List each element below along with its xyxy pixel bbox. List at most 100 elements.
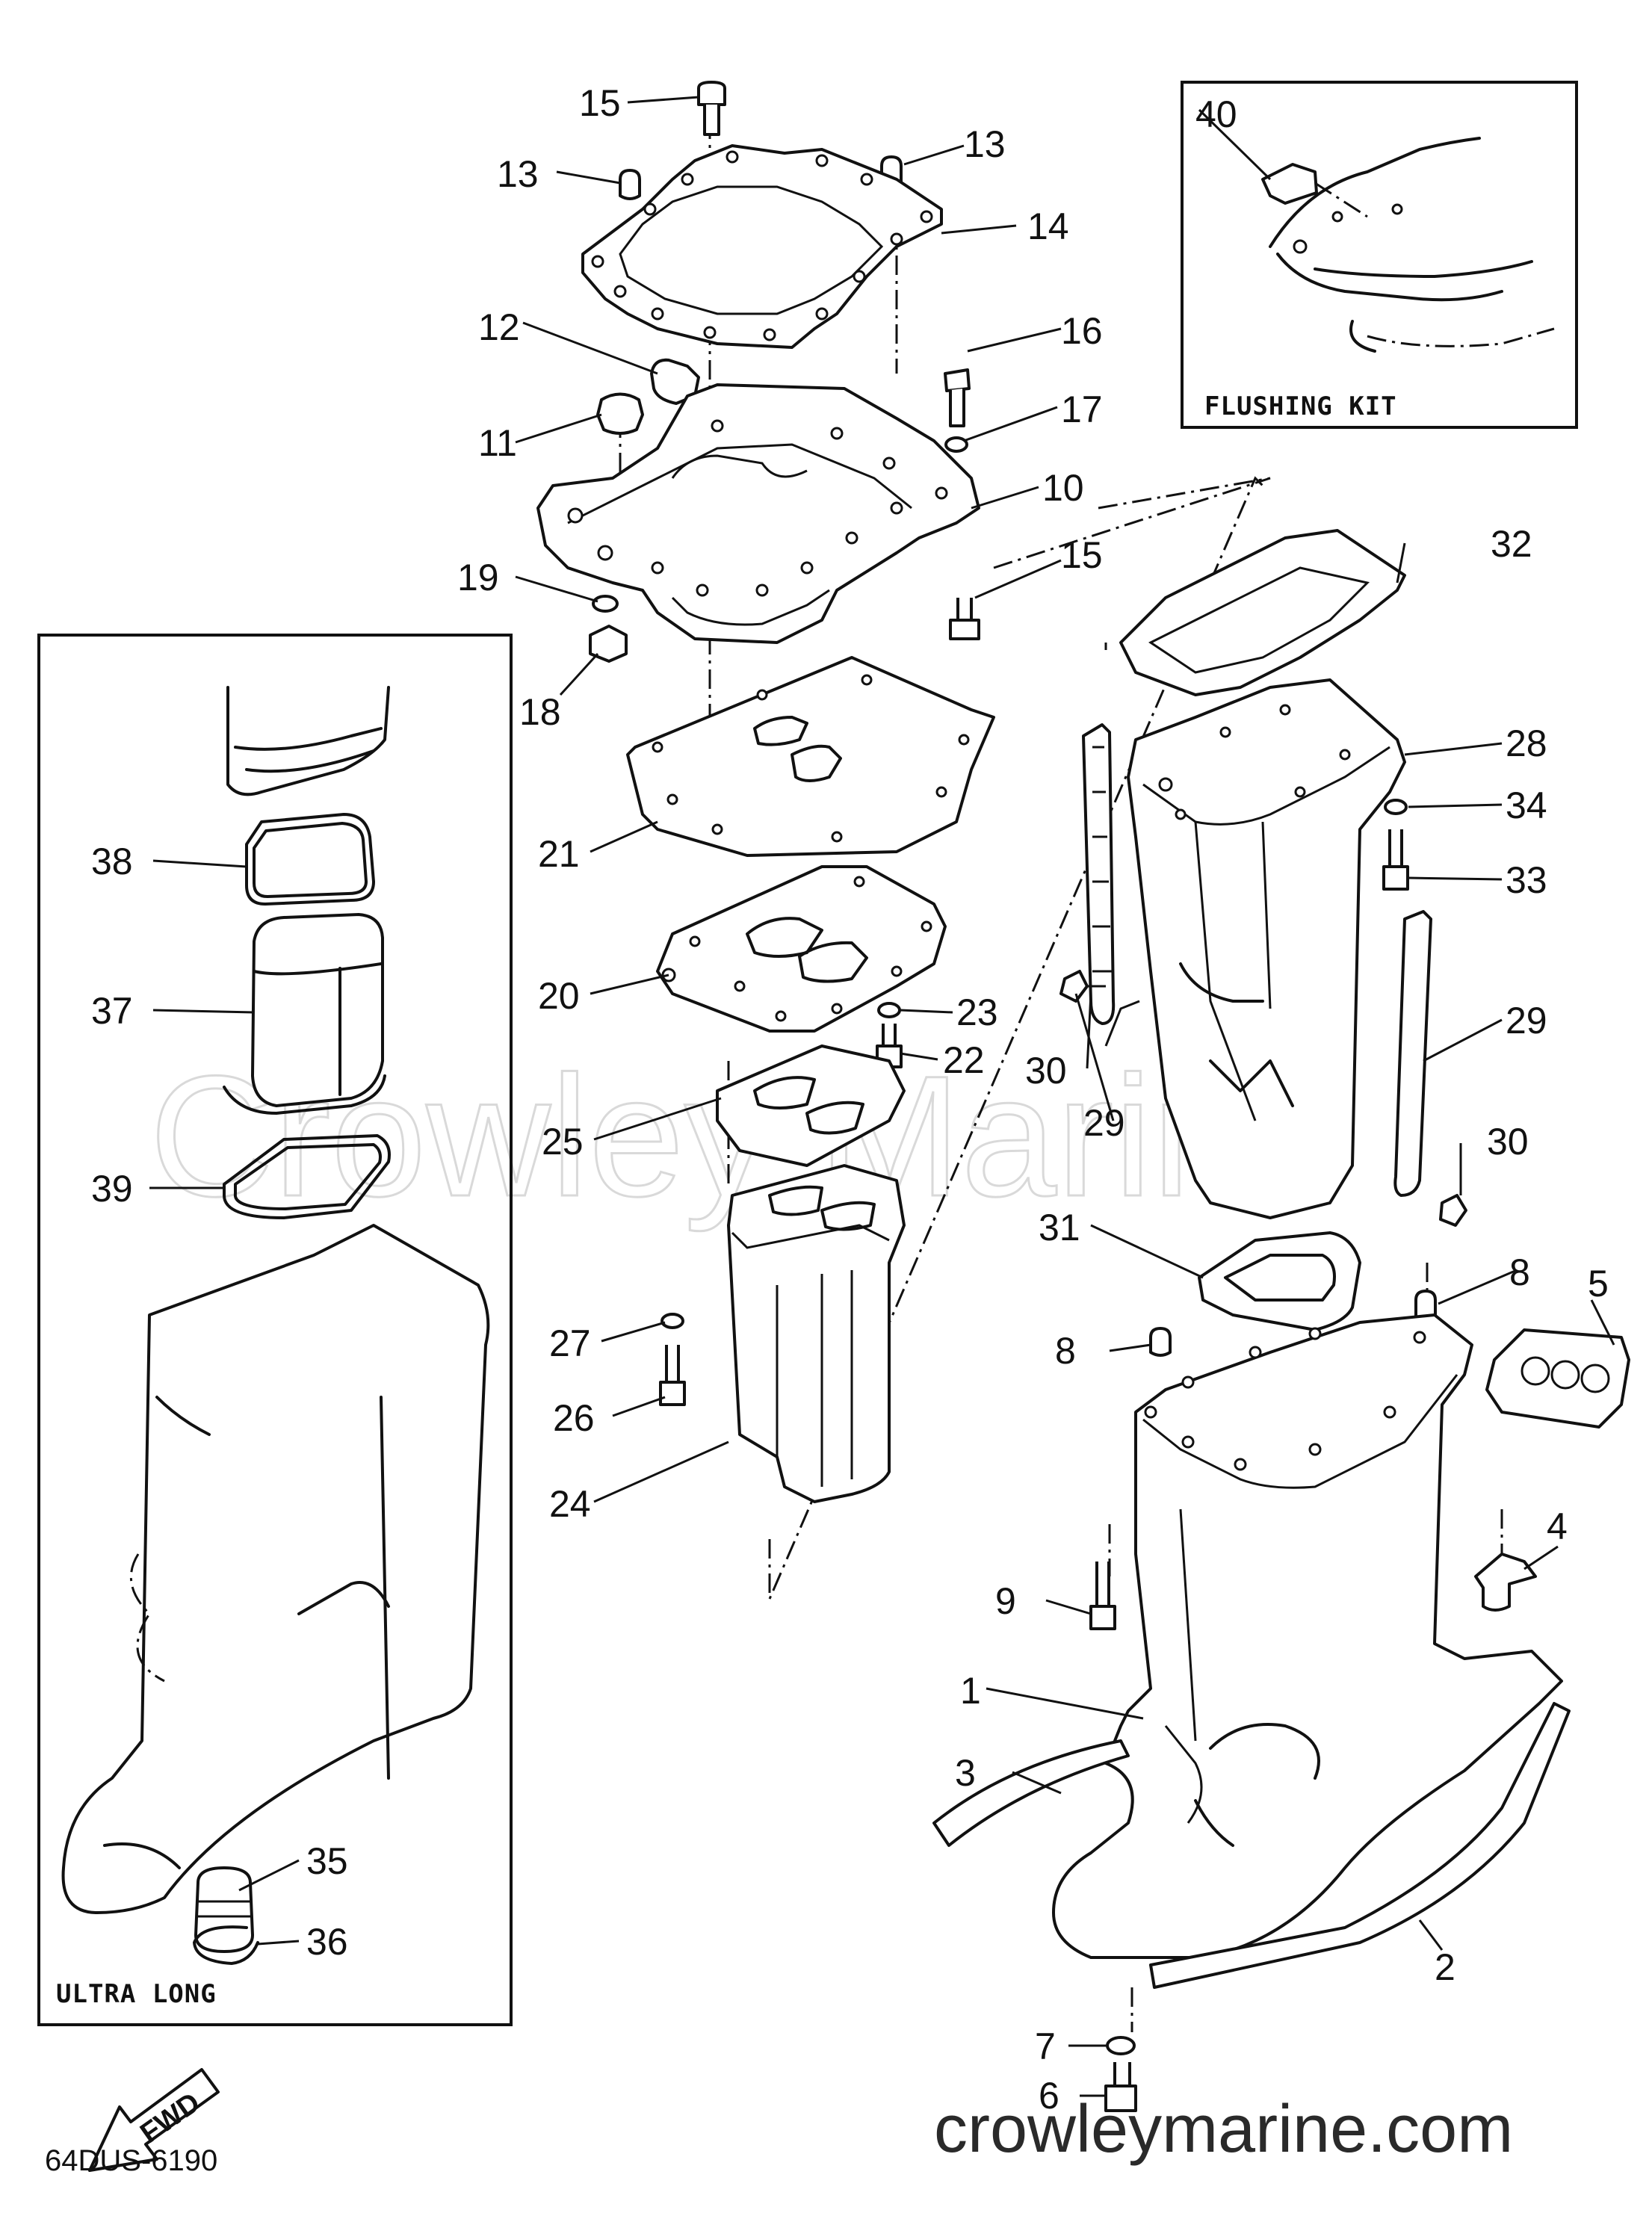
- bolt-26: [659, 1345, 686, 1406]
- bushing-35: [194, 1866, 254, 1953]
- callout-14: 14: [1027, 205, 1069, 247]
- callout-38: 38: [91, 841, 133, 882]
- callout-29: 29: [1083, 1102, 1125, 1144]
- washer-23: [877, 1002, 901, 1018]
- upper-casing-28: [1127, 678, 1406, 1219]
- callout-15: 15: [1061, 534, 1103, 576]
- plate-21: [626, 656, 995, 857]
- callout-16: 16: [1061, 310, 1103, 352]
- seal-29-left: [1082, 723, 1116, 1025]
- flush-fitting-40: [1261, 163, 1318, 205]
- callout-1: 1: [960, 1670, 981, 1712]
- callout-28: 28: [1506, 722, 1547, 764]
- callout-35: 35: [306, 1840, 348, 1882]
- plug-11: [596, 392, 644, 435]
- bolt-15-lower: [949, 598, 980, 640]
- callout-32: 32: [1491, 523, 1532, 565]
- nut-18: [589, 625, 628, 663]
- exhaust-manifold-24: [727, 1164, 906, 1503]
- dowel-8-left: [1149, 1327, 1172, 1357]
- plate-10-holes: [567, 419, 948, 597]
- callout-2: 2: [1435, 1946, 1455, 1988]
- bolt-15-top: [697, 81, 726, 136]
- clip-30-left: [1059, 970, 1089, 1003]
- extension-37: [251, 913, 384, 1107]
- callout-26: 26: [553, 1397, 595, 1439]
- callout-27: 27: [549, 1322, 591, 1364]
- callout-7: 7: [1035, 2025, 1056, 2067]
- gasket-38: [245, 813, 375, 906]
- callout-13: 13: [964, 123, 1006, 165]
- plate-21-holes: [652, 674, 970, 843]
- callout-25: 25: [542, 1121, 584, 1163]
- callout-21: 21: [538, 833, 580, 875]
- gasket-39: [223, 1134, 391, 1219]
- callout-19: 19: [457, 557, 499, 598]
- callout-9: 9: [995, 1580, 1016, 1622]
- rubber-seal-31: [1198, 1231, 1361, 1331]
- callout-4: 4: [1547, 1505, 1568, 1547]
- washer-34: [1384, 799, 1408, 815]
- flushing-kit-label: FLUSHING KIT: [1204, 391, 1397, 421]
- rubber-strip-3: [932, 1739, 1130, 1847]
- callout-36: 36: [306, 1921, 348, 1963]
- gasket-32: [1119, 529, 1406, 696]
- callout-8: 8: [1055, 1330, 1076, 1372]
- ultra-long-label: ULTRA LONG: [56, 1979, 217, 2009]
- gasket-14-holes: [591, 150, 933, 341]
- callout-17: 17: [1061, 389, 1103, 430]
- callout-6: 6: [1039, 2075, 1059, 2117]
- casing-28-holes: [1158, 704, 1351, 820]
- housing-1-holes: [1144, 1327, 1426, 1471]
- ultra-long-inset: ULTRA LONG: [37, 634, 513, 2026]
- rubber-strip-2: [1149, 1702, 1571, 1989]
- gasket-14: [581, 144, 943, 349]
- washer-27: [661, 1313, 684, 1329]
- callout-20: 20: [538, 975, 580, 1017]
- callout-8: 8: [1509, 1251, 1530, 1293]
- callout-11: 11: [478, 422, 517, 464]
- callout-30: 30: [1487, 1121, 1529, 1163]
- circlip-36: [193, 1925, 259, 1965]
- callout-30: 30: [1025, 1050, 1067, 1092]
- callouts: 15 13 13 14 12 16 11 17 10 19 15 18 21 3…: [91, 82, 1609, 2117]
- callout-34: 34: [1506, 784, 1547, 826]
- callout-40: 40: [1195, 93, 1237, 135]
- callout-18: 18: [519, 691, 561, 733]
- callout-12: 12: [478, 306, 520, 348]
- washer-19: [592, 595, 619, 613]
- washer-17: [944, 436, 968, 453]
- callout-22: 22: [943, 1039, 985, 1081]
- callout-3: 3: [955, 1752, 976, 1794]
- bolt-16: [944, 368, 971, 427]
- washer-7: [1106, 2036, 1136, 2055]
- callout-13: 13: [497, 153, 539, 195]
- plate-20-holes: [661, 876, 932, 1022]
- exhaust-guide-10: [536, 383, 980, 644]
- bolt-33: [1382, 829, 1409, 891]
- gasket-25: [716, 1044, 906, 1167]
- flushing-kit-inset: FLUSHING KIT: [1181, 81, 1578, 429]
- seal-29-right: [1393, 910, 1432, 1197]
- callout-10: 10: [1042, 467, 1084, 509]
- dowel-13-left: [619, 169, 641, 200]
- fitting-12: [650, 358, 700, 405]
- clip-30-right: [1439, 1194, 1467, 1227]
- callout-5: 5: [1588, 1263, 1609, 1304]
- callout-24: 24: [549, 1483, 591, 1525]
- callout-37: 37: [91, 990, 133, 1032]
- plate-20: [656, 865, 947, 1033]
- upper-casing-ultra-long: [61, 1224, 490, 1914]
- callout-15: 15: [579, 82, 621, 124]
- callout-33: 33: [1506, 859, 1547, 901]
- leader-lines: [149, 96, 1615, 2097]
- diagram-code: 64DUS-6190: [45, 2144, 217, 2177]
- callout-31: 31: [1039, 1207, 1080, 1248]
- website-url: crowleymarine.com: [934, 2092, 1513, 2167]
- bolt-6: [1104, 2062, 1137, 2112]
- bolt-9: [1089, 1562, 1116, 1630]
- grommet-4: [1474, 1553, 1537, 1612]
- callout-29: 29: [1506, 1000, 1547, 1042]
- callout-23: 23: [956, 991, 998, 1033]
